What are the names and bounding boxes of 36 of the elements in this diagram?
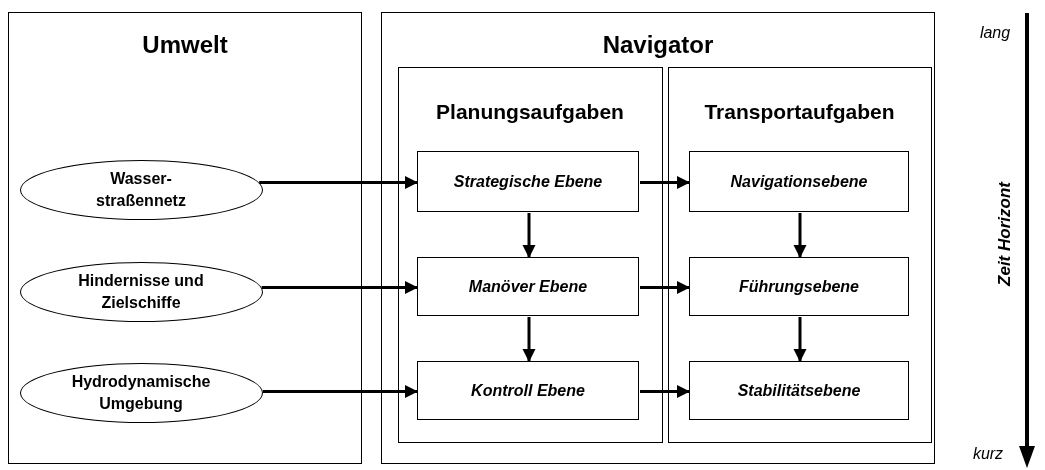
axis-end-label: lang [978,24,1012,42]
panel-heading: Umwelt [142,30,228,60]
panel [667,66,932,443]
node-label: Stabilitätsebene [737,380,861,401]
process-box [417,257,639,316]
panel [381,12,935,464]
process-box [689,151,909,212]
panel [397,66,663,443]
panel-heading: Planungsaufgaben [436,98,624,125]
arrow [522,317,536,362]
node-label: Wasser- straßennetz [95,168,187,211]
panel-heading: Transportaufgaben [704,98,895,125]
arrow [793,213,807,258]
arrow [640,384,690,399]
process-box [689,257,909,316]
panel [8,12,362,464]
process-box [417,151,639,212]
arrow [259,175,418,190]
arrow [793,317,807,362]
node-label: Führungsebene [739,276,859,297]
node-label: Kontroll Ebene [471,380,585,401]
node-label: Manöver Ebene [468,276,588,297]
node-label: Hindernisse und Zielschiffe [77,270,205,313]
panel-heading: Navigator [602,30,714,60]
arrow [640,175,690,190]
process-box [689,361,909,420]
axis-end-label: kurz [971,445,1005,463]
node-label: Hydrodynamische Umgebung [70,371,212,414]
node-label: Navigationsebene [730,171,868,192]
arrow [640,280,690,295]
process-box [417,361,639,420]
arrow [522,213,536,258]
axis-title: Zeit Horizont [995,180,1015,289]
arrow [262,384,418,399]
arrow [261,280,418,295]
node-label: Strategische Ebene [453,171,603,192]
